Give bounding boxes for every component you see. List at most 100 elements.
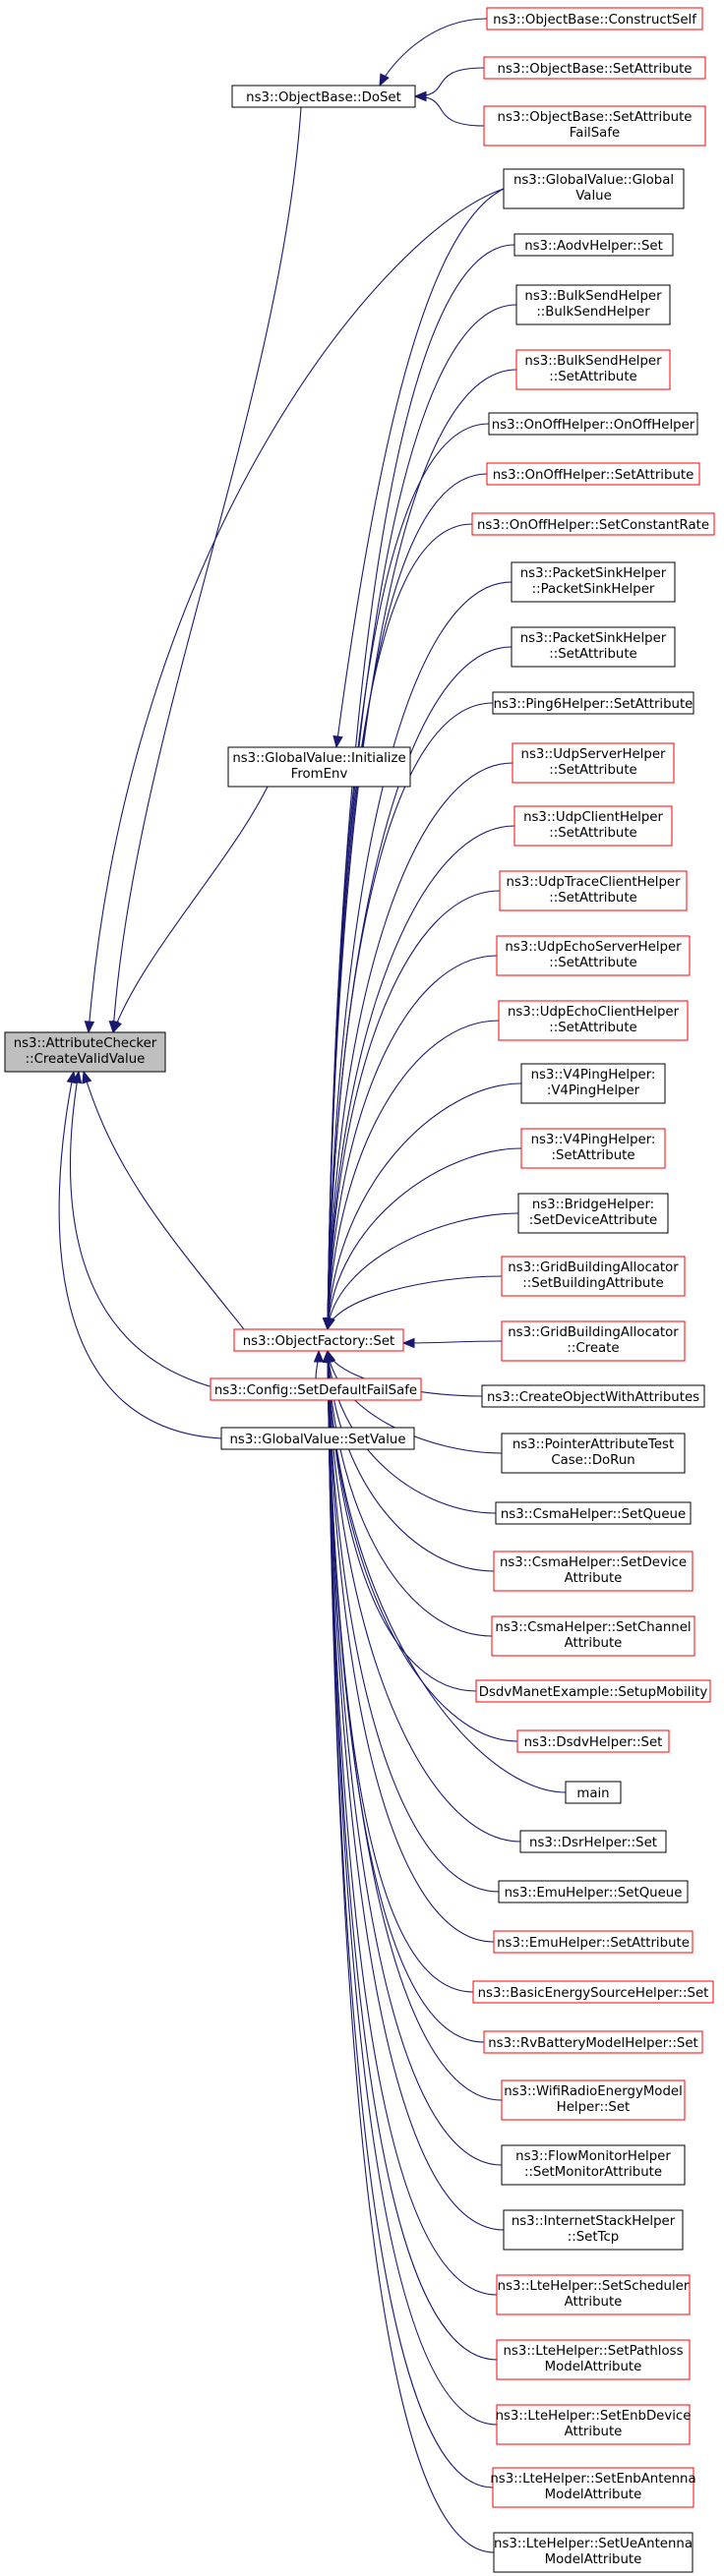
- node-box: [483, 2030, 703, 2054]
- node-box: [496, 2339, 691, 2380]
- node-udpserver[interactable]: ns3::UdpServerHelper::SetAttribute: [512, 742, 675, 784]
- node-onoff-ctor[interactable]: ns3::OnOffHelper::OnOffHelper: [488, 412, 698, 436]
- node-cfg-dfs[interactable]: ns3::Config::SetDefaultFailSafe: [210, 1377, 422, 1401]
- node-box: [492, 691, 694, 715]
- node-bulk-setattr[interactable]: ns3::BulkSendHelper::SetAttribute: [515, 349, 671, 390]
- node-inetstack[interactable]: ns3::InternetStackHelper::SetTcp: [503, 2209, 684, 2251]
- node-box: [486, 7, 703, 30]
- nodes: ns3::AttributeChecker::CreateValidValuen…: [4, 7, 715, 2573]
- node-box: [4, 1031, 166, 1073]
- node-box: [513, 805, 673, 847]
- node-box: [220, 1427, 415, 1450]
- node-csma-queue[interactable]: ns3::CsmaHelper::SetQueue: [495, 1501, 692, 1525]
- node-gv-setvalue[interactable]: ns3::GlobalValue::SetValue: [220, 1427, 415, 1450]
- node-label: ns3::LteHelper::SetPathloss: [504, 2344, 684, 2359]
- node-gba-setbuilding[interactable]: ns3::GridBuildingAllocator::SetBuildingA…: [501, 1256, 686, 1297]
- node-rvbattery[interactable]: ns3::RvBatteryModelHelper::Set: [483, 2030, 703, 2054]
- edge-n_gv_global-to-n_root: [88, 188, 505, 1033]
- node-dsdv-set[interactable]: ns3::DsdvHelper::Set: [516, 1729, 670, 1753]
- node-udpclient[interactable]: ns3::UdpClientHelper::SetAttribute: [513, 805, 673, 847]
- node-udpechoserver[interactable]: ns3::UdpEchoServerHelper::SetAttribute: [496, 935, 691, 976]
- node-v4ping-ctor[interactable]: ns3::V4PingHelper::V4PingHelper: [520, 1063, 666, 1104]
- node-label: ns3::CreateObjectWithAttributes: [487, 1390, 699, 1405]
- node-lte-ueant[interactable]: ns3::LteHelper::SetUeAntennaModelAttribu…: [493, 2532, 694, 2573]
- edge-n_lte_ueant-to-n_of_set: [327, 1350, 495, 2553]
- node-v4ping-setattr[interactable]: ns3::V4PingHelper::SetAttribute: [520, 1128, 666, 1169]
- node-udpechoclient[interactable]: ns3::UdpEchoClientHelper::SetAttribute: [498, 1000, 689, 1041]
- node-dsdv-manet[interactable]: DsdvManetExample::SetupMobility: [475, 1679, 711, 1703]
- node-box: [565, 1781, 622, 1804]
- node-box: [233, 1328, 404, 1352]
- edge-n_onoff_ctor-to-n_of_set: [327, 423, 490, 1330]
- node-csma-dev[interactable]: ns3::CsmaHelper::SetDeviceAttribute: [493, 1551, 694, 1592]
- node-box: [496, 2274, 691, 2315]
- arrowhead: [66, 1070, 77, 1084]
- node-box: [517, 1193, 669, 1234]
- node-ob-setattr[interactable]: ns3::ObjectBase::SetAttribute: [483, 56, 706, 80]
- node-psink-ctor[interactable]: ns3::PacketSinkHelper::PacketSinkHelper: [511, 561, 676, 603]
- arrowhead: [112, 1020, 122, 1034]
- node-label: :SetDeviceAttribute: [529, 1213, 658, 1228]
- node-ob-construct[interactable]: ns3::ObjectBase::ConstructSelf: [486, 7, 703, 30]
- node-lte-path[interactable]: ns3::LteHelper::SetPathlossModelAttribut…: [496, 2339, 691, 2380]
- node-createobj[interactable]: ns3::CreateObjectWithAttributes: [481, 1384, 705, 1408]
- node-box: [483, 105, 706, 146]
- node-label: ns3::LteHelper::SetEnbAntenna: [490, 2472, 695, 2487]
- node-label: ns3::GlobalValue::SetValue: [229, 1433, 405, 1447]
- node-label: Attribute: [565, 2425, 623, 2439]
- node-of-set[interactable]: ns3::ObjectFactory::Set: [233, 1328, 404, 1352]
- node-label: ns3::DsrHelper::Set: [529, 1836, 657, 1850]
- node-gba-create[interactable]: ns3::GridBuildingAllocator::Create: [501, 1320, 686, 1362]
- edge-n_udptrace-to-n_of_set: [327, 890, 501, 1330]
- node-bridge[interactable]: ns3::BridgeHelper::SetDeviceAttribute: [517, 1193, 669, 1234]
- node-aodv-set[interactable]: ns3::AodvHelper::Set: [513, 233, 674, 257]
- node-box: [501, 1320, 686, 1362]
- node-flowmon[interactable]: ns3::FlowMonitorHelper::SetMonitorAttrib…: [501, 2144, 686, 2186]
- node-basicenergy[interactable]: ns3::BasicEnergySourceHelper::Set: [472, 1980, 714, 2004]
- node-label: ns3::V4PingHelper:: [531, 1068, 656, 1083]
- node-label: ModelAttribute: [545, 2360, 642, 2374]
- node-label: ::CreateValidValue: [26, 1052, 146, 1067]
- edge-n_gv_setvalue-to-n_root: [58, 1071, 222, 1439]
- edge-n_gba_create-to-n_of_set: [402, 1340, 503, 1344]
- node-lte-enbant[interactable]: ns3::LteHelper::SetEnbAntennaModelAttrib…: [490, 2467, 696, 2508]
- node-box: [496, 2404, 691, 2445]
- node-udptrace[interactable]: ns3::UdpTraceClientHelper::SetAttribute: [499, 870, 688, 911]
- node-dsr-set[interactable]: ns3::DsrHelper::Set: [519, 1830, 667, 1853]
- node-label: FailSafe: [570, 126, 620, 141]
- node-label: Helper::Set: [557, 2100, 631, 2115]
- node-onoff-setcr[interactable]: ns3::OnOffHelper::SetConstantRate: [471, 512, 715, 536]
- node-label: ns3::CsmaHelper::SetQueue: [501, 1507, 686, 1522]
- edge-n_dsr_set-to-n_of_set: [327, 1350, 521, 1843]
- node-box: [210, 1377, 422, 1401]
- node-onoff-setattr[interactable]: ns3::OnOffHelper::SetAttribute: [486, 462, 700, 486]
- node-doset[interactable]: ns3::ObjectBase::DoSet: [231, 85, 416, 108]
- edge-n_flowmon-to-n_of_set: [327, 1350, 503, 2166]
- node-label: ns3::BulkSendHelper: [524, 289, 662, 304]
- edge-n_udpclient-to-n_of_set: [327, 825, 515, 1330]
- node-bulk-ctor[interactable]: ns3::BulkSendHelper::BulkSendHelper: [515, 284, 671, 325]
- node-ping6-setattr[interactable]: ns3::Ping6Helper::SetAttribute: [492, 691, 694, 715]
- node-label: ns3::Config::SetDefaultFailSafe: [214, 1383, 417, 1398]
- node-gv-global[interactable]: ns3::GlobalValue::GlobalValue: [503, 168, 685, 209]
- node-emu-queue[interactable]: ns3::EmuHelper::SetQueue: [498, 1880, 689, 1903]
- node-label: ns3::LteHelper::SetEnbDevice: [496, 2409, 692, 2424]
- node-emu-attr[interactable]: ns3::EmuHelper::SetAttribute: [493, 1930, 694, 1954]
- node-label: ns3::DsdvHelper::Set: [524, 1735, 663, 1750]
- node-label: ns3::RvBatteryModelHelper::Set: [488, 2036, 698, 2051]
- node-label: ns3::ObjectFactory::Set: [243, 1334, 394, 1349]
- node-main[interactable]: main: [565, 1781, 622, 1804]
- node-psink-setattr[interactable]: ns3::PacketSinkHelper::SetAttribute: [511, 626, 676, 668]
- node-label: Case::DoRun: [551, 1453, 634, 1468]
- node-box: [493, 1551, 694, 1592]
- node-label: main: [576, 1786, 609, 1801]
- node-label: ::SetAttribute: [549, 647, 637, 662]
- edge-n_main-to-n_of_set: [327, 1350, 567, 1793]
